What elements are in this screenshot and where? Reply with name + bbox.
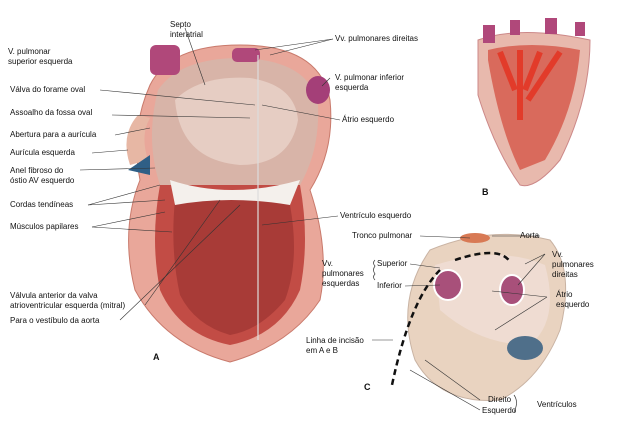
label-line: em A e B — [306, 346, 339, 355]
label-auricula-esquerda: Aurícula esquerda — [10, 148, 75, 157]
heart-b-illustration — [477, 18, 591, 187]
label-aorta: Aorta — [520, 231, 540, 240]
label-line: Vv. — [552, 250, 563, 259]
figure-letter-a: A — [153, 352, 160, 362]
label-line: V. pulmonar inferior — [335, 73, 405, 82]
label-line: Válvula anterior da valva — [10, 291, 98, 300]
figure-letter-c: C — [364, 382, 371, 392]
label-line: V. pulmonar — [8, 47, 51, 56]
label-inferior: Inferior — [377, 281, 402, 290]
label-ventriculo-esquerdo: Ventrículo esquerdo — [340, 211, 412, 220]
label-abertura-auricula: Abertura para a aurícula — [10, 130, 97, 139]
label-line: Anel fibroso do — [10, 166, 64, 175]
label-line: esquerdo — [556, 300, 590, 309]
label-line: óstio AV esquerdo — [10, 176, 75, 185]
label-line: esquerda — [335, 83, 369, 92]
label-superior: Superior — [377, 259, 408, 268]
label-line: Átrio — [556, 290, 573, 299]
label-assoalho-fossa-oval: Assoalho da fossa oval — [10, 108, 93, 117]
leader-lines — [79, 27, 548, 411]
label-tronco-pulmonar: Tronco pulmonar — [352, 231, 413, 240]
label-line: Vv. — [322, 259, 333, 268]
label-valva-forame-oval: Válva do forame oval — [10, 85, 86, 94]
label-line: Linha de incisão — [306, 336, 364, 345]
label-line: pulmonares — [552, 260, 594, 269]
label-vestibulo-aorta: Para o vestíbulo da aorta — [10, 316, 100, 325]
label-atrio-esquerdo: Átrio esquerdo — [342, 115, 395, 124]
label-vv-pulmonares-direitas: Vv. pulmonares direitas — [335, 34, 418, 43]
label-line: atrioventricular esquerda (mitral) — [10, 301, 126, 310]
label-musculos-papilares: Músculos papilares — [10, 222, 79, 231]
label-ventriculos: Ventrículos — [537, 400, 577, 409]
label-line: superior esquerda — [8, 57, 73, 66]
brace — [513, 394, 517, 413]
label-esquerdo: Esquerdo — [482, 406, 517, 415]
label-line: direitas — [552, 270, 578, 279]
label-cordas-tendineas: Cordas tendíneas — [10, 200, 74, 209]
label-line: interatrial — [170, 30, 203, 39]
heart-c-illustration — [390, 233, 567, 401]
figure-letter-b: B — [482, 187, 489, 197]
label-direito: Direito — [488, 395, 512, 404]
label-line: esquerdas — [322, 279, 360, 288]
label-line: Septo — [170, 20, 191, 29]
brace — [373, 259, 376, 281]
heart-a-illustration — [126, 44, 332, 363]
label-line: pulmonares — [322, 269, 364, 278]
